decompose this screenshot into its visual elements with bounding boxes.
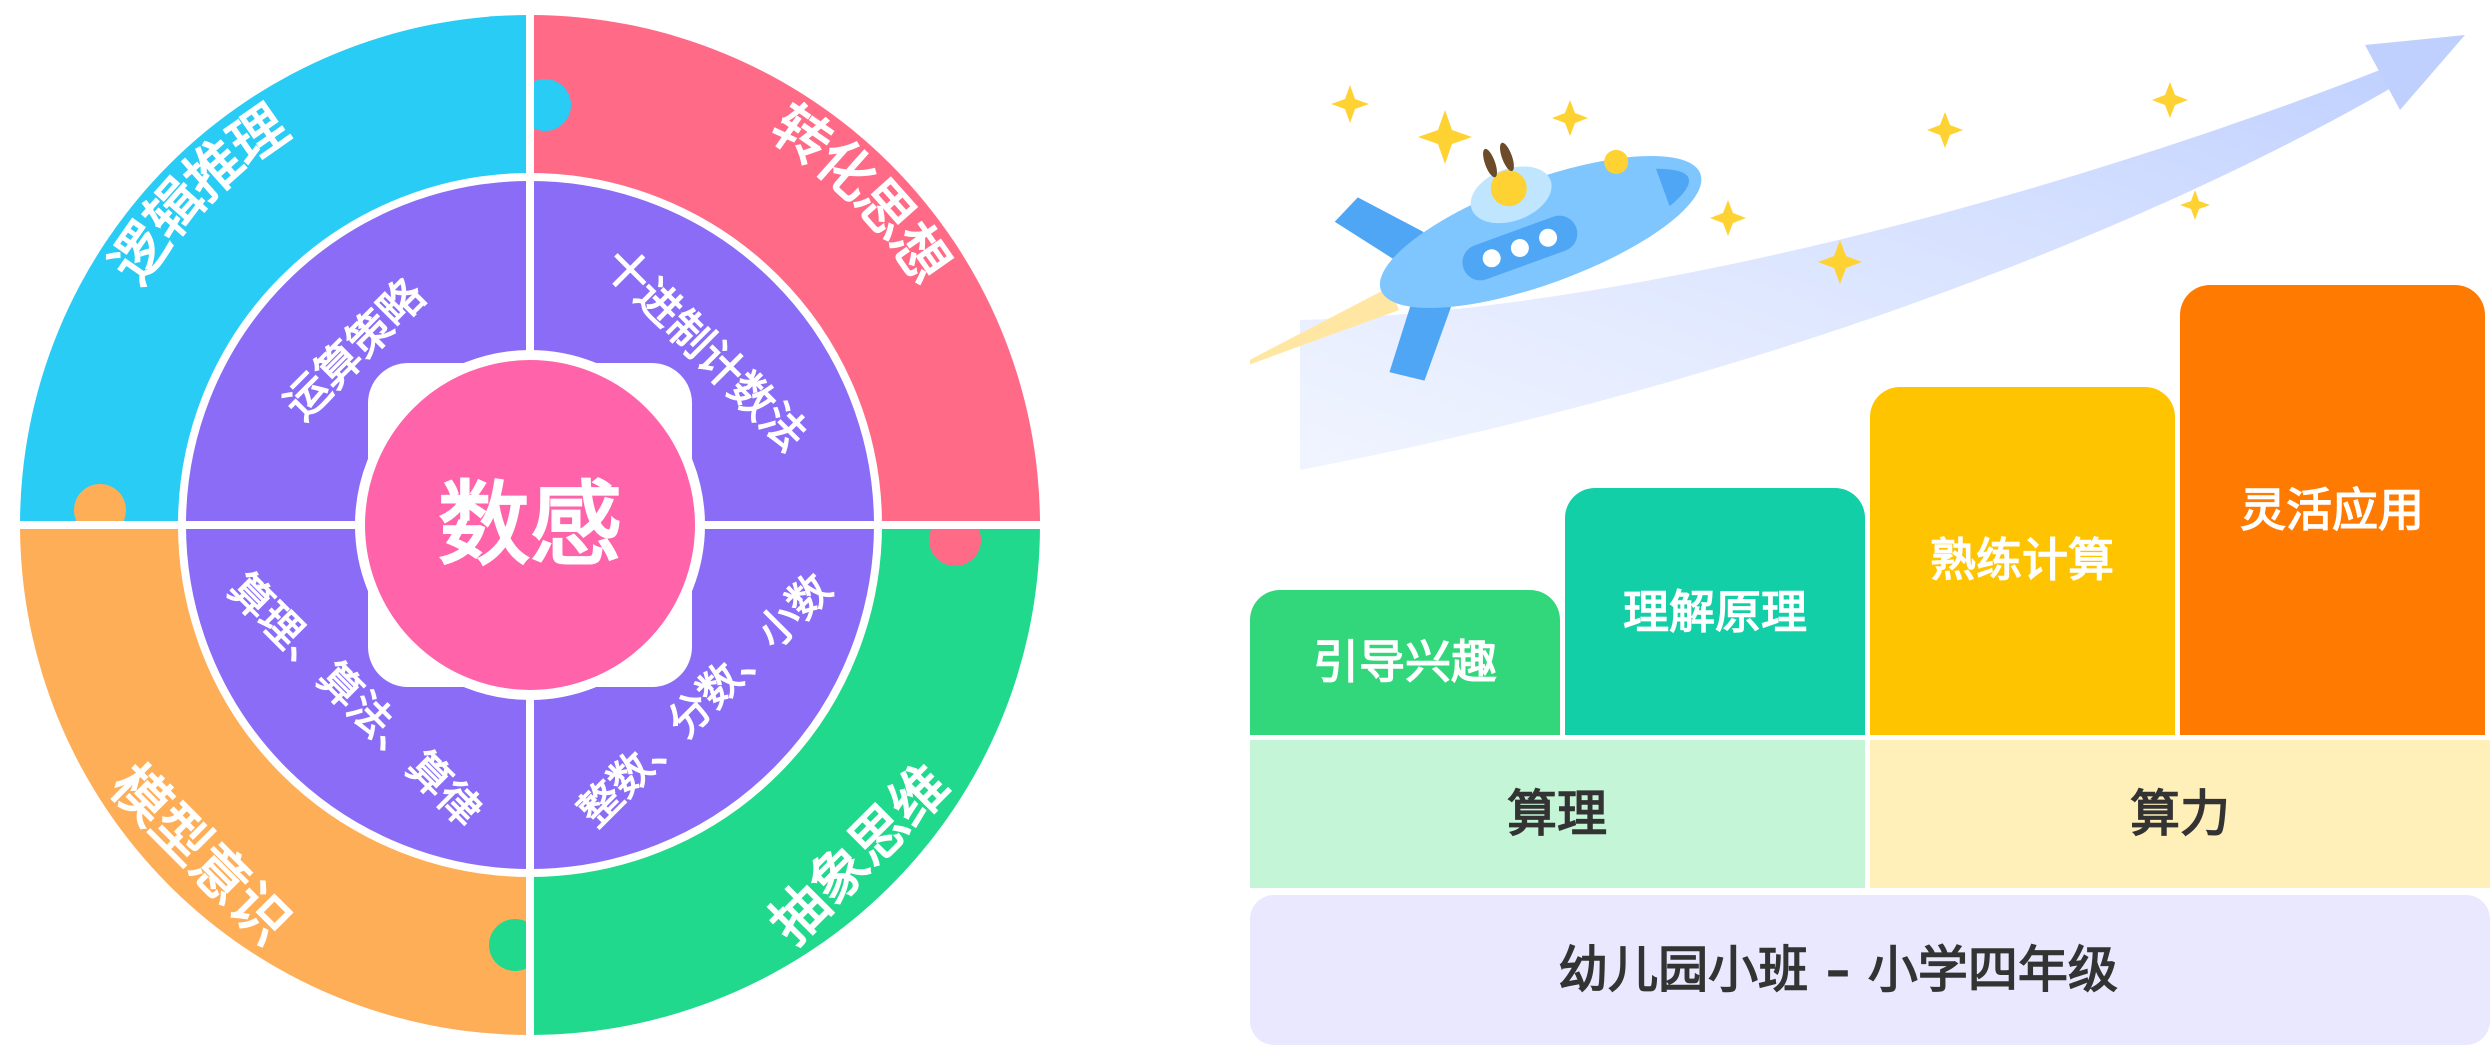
group-principle — [1250, 740, 1865, 888]
growth-trail — [1300, 62, 2415, 470]
base-label-age-range: 幼儿园小班 – 小学四年级 — [1558, 941, 2118, 999]
step-flexible-application — [2180, 285, 2485, 735]
learning-stairs: 引导兴趣 理解原理 熟练计算 灵活应用 算理 算力 幼儿园小班 – 小学四年级 — [1250, 35, 2490, 1045]
step-guide-interest — [1250, 590, 1560, 735]
step-label-skilled-calculation: 熟练计算 — [1930, 533, 2114, 587]
center-circle — [355, 350, 705, 700]
rocket-icon — [1250, 142, 1702, 381]
step-label-guide-interest: 引导兴趣 — [1313, 635, 1497, 689]
group-label-power: 算力 — [2130, 785, 2230, 843]
number-sense-wheel: 数感 逻辑推理 转化思想 抽象思维 模型意识 运算策略 十进制计数法 整数、分数… — [15, 10, 1045, 1040]
center-label: 数感 — [438, 472, 622, 579]
group-label-principle: 算理 — [1507, 785, 1607, 843]
sparkle-icons — [1331, 82, 2210, 284]
step-label-flexible-application: 灵活应用 — [2240, 483, 2424, 537]
group-power — [1870, 740, 2490, 888]
step-skilled-calculation — [1870, 387, 2175, 735]
base-age-range — [1250, 895, 2490, 1045]
step-understand-principle — [1565, 488, 1865, 735]
growth-arrow-head — [2365, 35, 2465, 110]
step-label-understand-principle: 理解原理 — [1623, 585, 1807, 639]
